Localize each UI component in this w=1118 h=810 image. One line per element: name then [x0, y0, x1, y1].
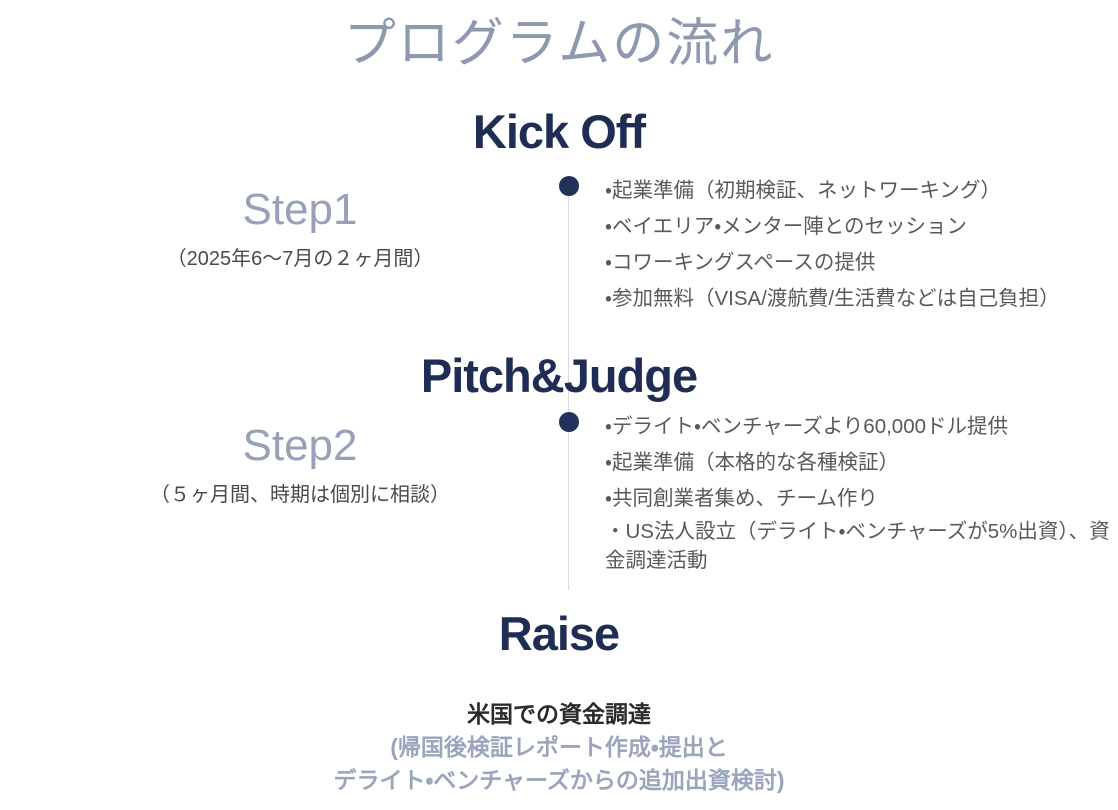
step-block-2: Step2 （５ヶ月間、時期は個別に相談） — [60, 418, 540, 510]
stage-heading-pitch-and-judge: Pitch&Judge — [420, 349, 698, 402]
bullet-list-step2: ・デライト・ベンチャーズより60,000ドル提供 ・起業準備（本格的な各種検証）… — [605, 409, 1115, 575]
timeline-connector-line — [568, 190, 569, 590]
step-label-1: Step1 — [242, 185, 358, 234]
step-period-1: （2025年6〜7月の２ヶ月間） — [166, 248, 434, 270]
list-item: ・共同創業者集め、チーム作り — [605, 487, 878, 510]
summary-main-text: 米国での資金調達 — [467, 701, 651, 727]
step-label-2: Step2 — [242, 421, 358, 470]
list-item: ・US法人設立（デライト・ベンチャーズが5%出資）、資金調達活動 — [605, 520, 1110, 572]
list-item: ・デライト・ベンチャーズより60,000ドル提供 — [605, 415, 1009, 438]
step-block-1: Step1 （2025年6〜7月の２ヶ月間） — [60, 182, 540, 274]
timeline-dot-step1 — [559, 176, 579, 196]
summary-sub-line-1: (帰国後検証レポート作成・提出と — [390, 734, 728, 760]
list-item: ・参加無料（VISA/渡航費/生活費などは自己負担） — [605, 287, 1060, 310]
summary-block: 米国での資金調達 (帰国後検証レポート作成・提出と デライト・ベンチャーズからの… — [0, 698, 1118, 797]
list-item: ・コワーキングスペースの提供 — [605, 251, 876, 274]
stage-heading-kick-off: Kick Off — [472, 105, 646, 158]
stage-heading-raise: Raise — [498, 607, 620, 660]
summary-sub-line-2: デライト・ベンチャーズからの追加出資検討) — [333, 767, 785, 793]
list-item: ・起業準備（本格的な各種検証） — [605, 451, 899, 474]
bullet-list-step1: ・起業準備（初期検証、ネットワーキング） ・ベイエリア・メンター陣とのセッション… — [605, 173, 1115, 317]
step-period-2: （５ヶ月間、時期は個別に相談） — [150, 484, 450, 506]
page-title: プログラムの流れ — [343, 15, 775, 73]
list-item: ・ベイエリア・メンター陣とのセッション — [605, 215, 968, 238]
list-item: ・起業準備（初期検証、ネットワーキング） — [605, 179, 1001, 202]
timeline-dot-step2 — [559, 412, 579, 432]
